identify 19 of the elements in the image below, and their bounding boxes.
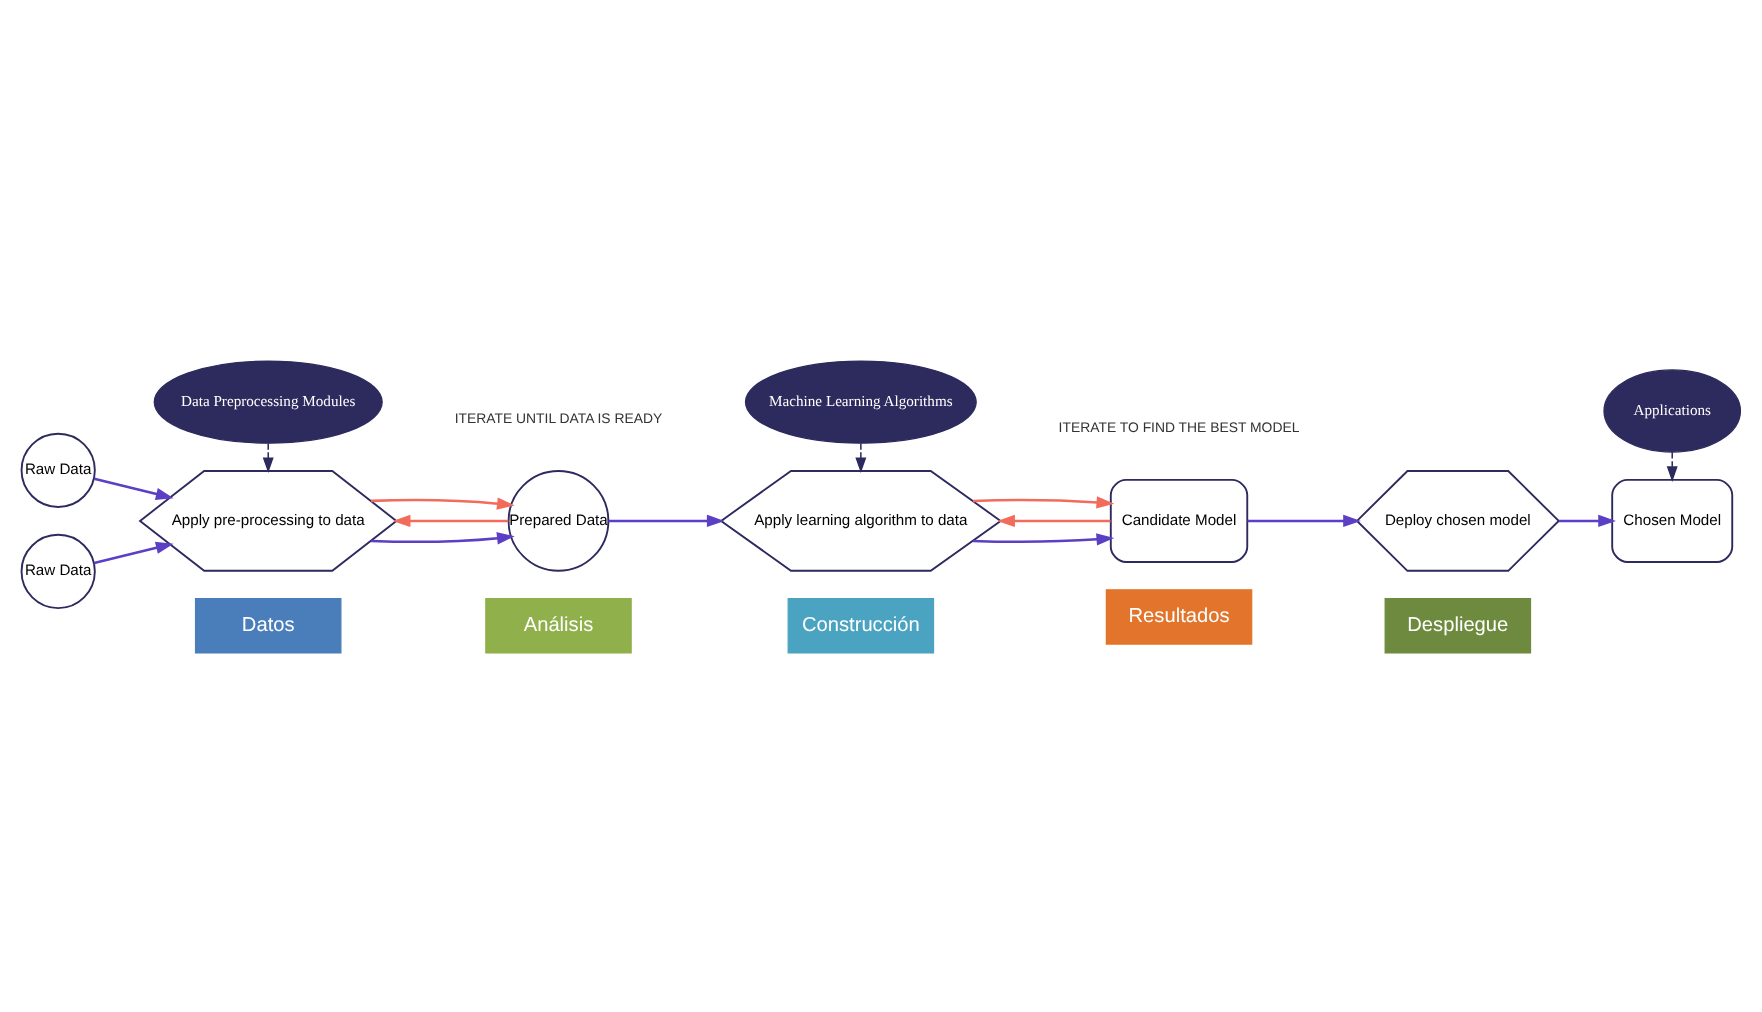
arrow	[370, 496, 515, 509]
arrow	[93, 540, 174, 564]
arrow	[392, 513, 509, 527]
node-box: Despliegue	[1384, 597, 1532, 653]
arrow	[997, 513, 1111, 527]
arrow	[1247, 513, 1361, 527]
node-box: Datos	[194, 597, 342, 653]
node-box: Resultados	[1105, 588, 1253, 644]
arrow	[972, 532, 1115, 545]
arrow	[1666, 450, 1678, 481]
arrow	[608, 513, 725, 527]
arrow	[93, 476, 174, 499]
arrow	[972, 495, 1115, 508]
node-box: Construcción	[787, 597, 935, 653]
arrow	[370, 531, 515, 544]
arrow	[262, 441, 274, 473]
arrow	[1558, 513, 1616, 527]
node-box: Análisis	[485, 597, 632, 653]
arrow	[855, 441, 867, 473]
